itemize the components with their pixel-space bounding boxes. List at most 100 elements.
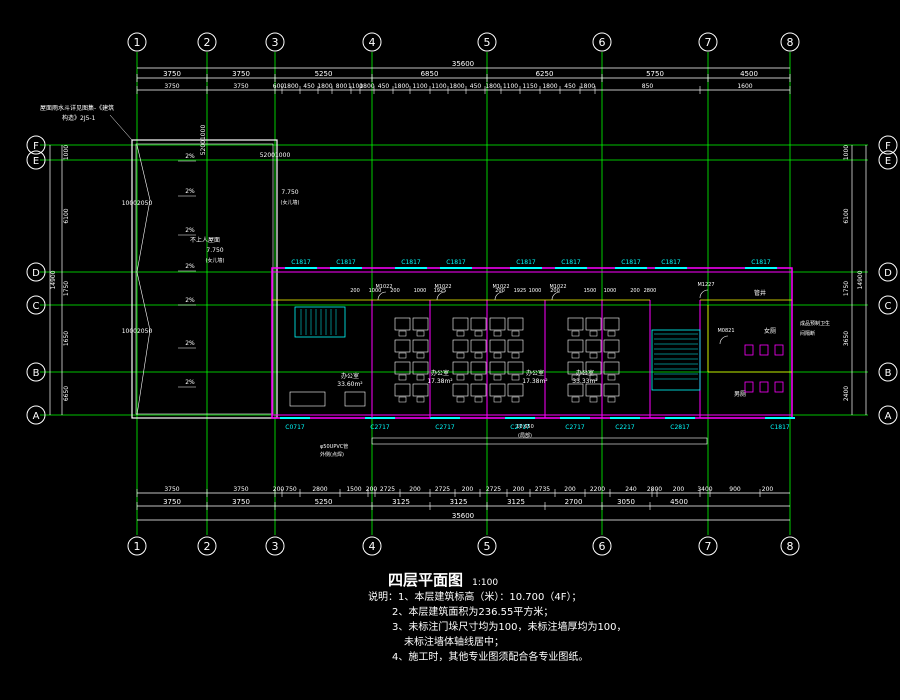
roof-ridge-line <box>136 144 151 416</box>
window-label-bottom: C2717 <box>510 424 530 431</box>
dim-top-row2: 1800 <box>394 83 409 90</box>
dim-bottom-row1: 900 <box>729 486 741 493</box>
dim-top-row2: 1100 <box>412 83 427 90</box>
dim-bottom-row1: 200 <box>409 486 421 493</box>
chair <box>571 374 580 381</box>
drawing-scale: 1:100 <box>472 578 499 588</box>
axis-bubble-bottom <box>592 536 612 556</box>
dim-right: 6100 <box>843 208 850 223</box>
axis-label-top: 6 <box>599 36 606 49</box>
sofa <box>344 391 366 407</box>
dim-bottom-row1: 200 <box>513 486 525 493</box>
dim-bottom-row1: 2800 <box>312 486 327 493</box>
axis-bubble-right <box>878 405 898 425</box>
desk <box>507 339 524 353</box>
axis-label-right: E <box>885 156 891 167</box>
notes-header: 说明：1、本层建筑标高（米）：10.700（4F）； <box>368 592 582 603</box>
drawing-title-text: 四层平面图 <box>388 571 464 589</box>
slope-label: 2% <box>185 188 195 195</box>
chair <box>456 330 465 337</box>
drawing-title: 四层平面图 1:100 <box>388 569 498 590</box>
dim-small: 200 <box>630 288 640 294</box>
axis-bubble-bottom <box>780 536 800 556</box>
chair <box>589 330 598 337</box>
window-label-bottom: C2717 <box>435 424 455 431</box>
dim-bottom-row1: 200 <box>273 486 285 493</box>
axis-label-top: 2 <box>204 36 211 49</box>
desk <box>489 383 506 397</box>
desk <box>452 361 469 375</box>
notes-line-2: 2、本层建筑面积为236.55平方米； <box>392 607 554 618</box>
dim-top-total: 35600 <box>452 60 474 68</box>
desk <box>567 339 584 353</box>
door-label: M1022 <box>492 284 509 290</box>
window-label-bottom: C0717 <box>285 424 305 431</box>
desk <box>507 361 524 375</box>
drawing-notes: 说明：1、本层建筑标高（米）：10.700（4F）； 2、本层建筑面积为236.… <box>368 590 627 665</box>
stair-left <box>294 306 346 338</box>
roof-note: 10002050 <box>122 200 153 207</box>
dim-top-row2: 1150 <box>522 83 537 90</box>
dim-small: 1925 <box>434 288 447 294</box>
dim-bottom-row1: 2725 <box>435 486 450 493</box>
desk <box>585 317 602 331</box>
elevation-mark: 10.650 <box>516 424 534 430</box>
dim-top-row1: 6250 <box>536 70 554 78</box>
slope-label: 2% <box>185 379 195 386</box>
dim-top-row2: 3750 <box>233 83 248 90</box>
desk <box>567 317 584 331</box>
toilet-fixture <box>759 344 769 356</box>
axis-label-left: A <box>33 411 40 422</box>
chair <box>416 330 425 337</box>
dim-bottom-row1: 240 <box>625 486 637 493</box>
chair <box>398 374 407 381</box>
dim-bottom-row1: 200 <box>462 486 474 493</box>
window-label-bottom: C2717 <box>370 424 390 431</box>
chair <box>511 330 520 337</box>
dim-top-row1: 4500 <box>740 70 758 78</box>
axis-bubble-right <box>878 362 898 382</box>
desk <box>567 361 584 375</box>
chair <box>416 374 425 381</box>
window-label-top: C1817 <box>401 259 421 266</box>
dim-top-row2: 600 <box>273 83 285 90</box>
room-label: 管井 <box>754 289 766 297</box>
dim-left: 1750 <box>63 281 70 296</box>
dim-bottom-row1: 3750 <box>233 486 248 493</box>
door-label: M1022 <box>434 284 451 290</box>
dim-top-row1: 3750 <box>232 70 250 78</box>
axis-bubble-left <box>26 295 46 315</box>
axis-bubble-top <box>265 32 285 52</box>
door-swing <box>551 291 561 301</box>
chair <box>571 330 580 337</box>
dim-left: 6100 <box>63 208 70 223</box>
chair <box>474 352 483 359</box>
axis-label-bottom: 4 <box>369 540 376 553</box>
axis-bubble-top <box>592 32 612 52</box>
dim-bottom-row2: 3750 <box>163 498 181 506</box>
desk <box>470 383 487 397</box>
elevation-mark: 7.750 <box>206 247 223 254</box>
chair <box>589 396 598 403</box>
dim-bottom-row1: 2800 <box>647 486 662 493</box>
dim-bottom-row1: 2725 <box>380 486 395 493</box>
chair <box>456 396 465 403</box>
axis-bubble-bottom <box>362 536 382 556</box>
room-label: 女厕 <box>764 327 776 335</box>
desk <box>585 339 602 353</box>
axis-bubble-top <box>197 32 217 52</box>
room-label: 办公室 <box>341 372 359 380</box>
desk <box>567 383 584 397</box>
window-label-bottom: C1817 <box>770 424 790 431</box>
desk <box>489 339 506 353</box>
callout-leader <box>109 114 133 141</box>
axis-label-left: D <box>32 268 40 279</box>
dim-bottom-row1: 3400 <box>697 486 712 493</box>
canopy <box>371 437 708 445</box>
dim-bottom-row2: 4500 <box>670 498 688 506</box>
callout: 外侧(点焊) <box>320 451 344 458</box>
slope-label: 2% <box>185 263 195 270</box>
dim-top-row2: 1800 <box>542 83 557 90</box>
roof-parapet <box>135 143 274 415</box>
roof-note: 10002050 <box>122 328 153 335</box>
